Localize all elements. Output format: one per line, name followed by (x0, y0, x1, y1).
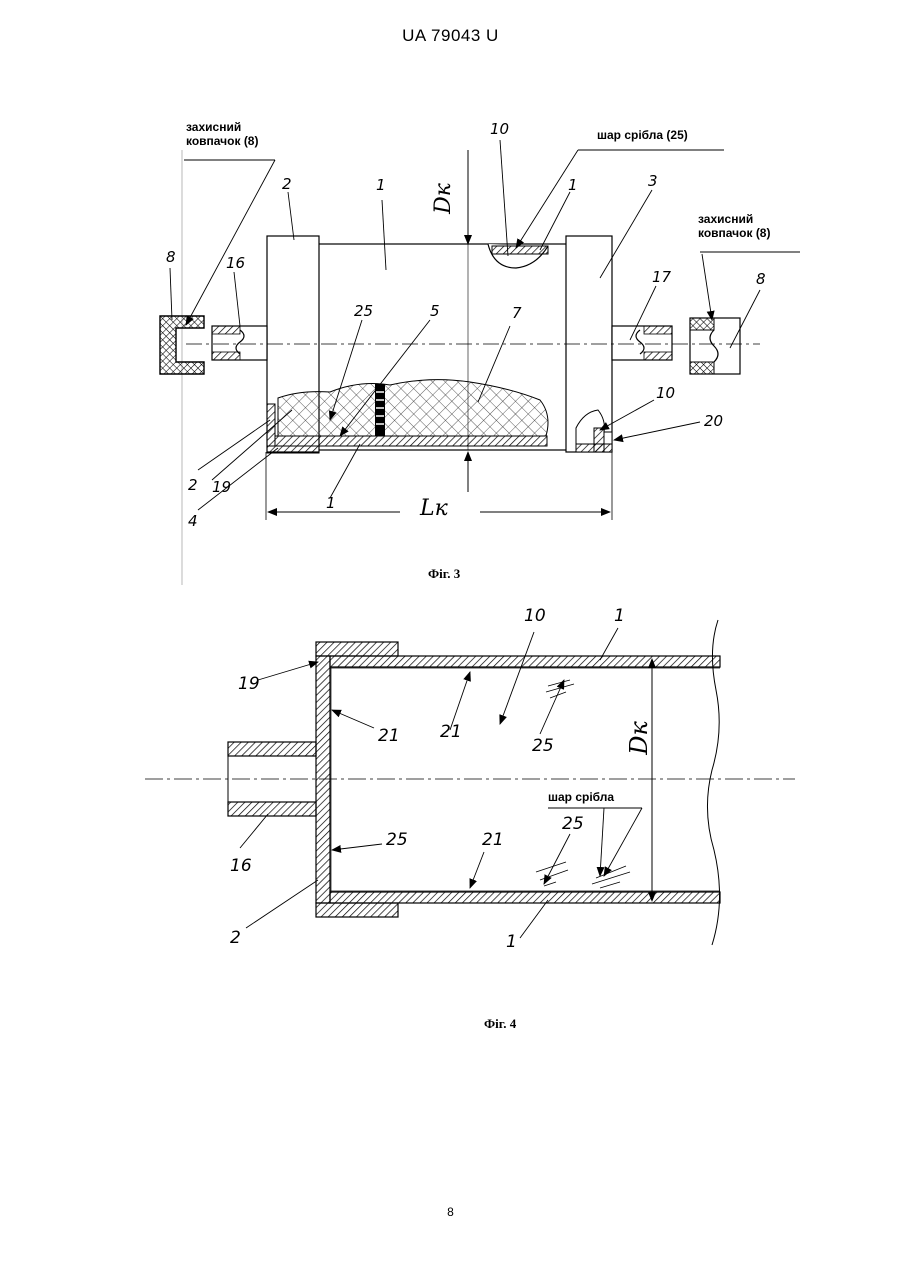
ref-25-fig4-a: 25 (532, 736, 554, 756)
figure-4-caption: Фіг. 4 (484, 1016, 516, 1032)
ref-21-fig4-b: 21 (440, 722, 462, 742)
silver-layer-label: шар срібла (25) (597, 128, 688, 142)
protective-cap-label-left: захисний ковпачок (8) (186, 120, 258, 148)
ref-1-right: 1 (568, 176, 578, 194)
ref-20: 20 (704, 412, 723, 430)
protective-cap-label-left-line2: ковпачок (8) (186, 134, 258, 148)
protective-cap-label-right-line2: ковпачок (8) (698, 226, 770, 240)
ref-3: 3 (648, 172, 658, 190)
ref-21-fig4-c: 21 (482, 830, 504, 850)
ref-25-fig4-c: 25 (386, 830, 408, 850)
ref-1-fig4-bottom: 1 (506, 932, 517, 952)
figure-4-drawing (145, 620, 795, 945)
ref-2-top: 2 (282, 175, 292, 193)
protective-cap-label-right: захисний ковпачок (8) (698, 212, 770, 240)
ref-8-left: 8 (166, 248, 176, 266)
diameter-dimension-label: Dк (431, 183, 456, 214)
ref-7: 7 (512, 304, 522, 322)
figure-3-caption: Фіг. 3 (428, 566, 460, 582)
ref-16: 16 (226, 254, 245, 272)
ref-1-top: 1 (376, 176, 386, 194)
ref-10-right: 10 (656, 384, 675, 402)
ref-25-fig4-b: 25 (562, 814, 584, 834)
protective-cap-label-left-line1: захисний (186, 120, 258, 134)
ref-4: 4 (188, 512, 198, 530)
ref-21-fig4-a: 21 (378, 726, 400, 746)
ref-1-bottom: 1 (326, 494, 336, 512)
page-number: 8 (0, 1205, 901, 1219)
ref-2-bottom: 2 (188, 476, 198, 494)
ref-8-right: 8 (756, 270, 766, 288)
length-dimension-label: Lк (420, 496, 448, 521)
ref-10-fig4: 10 (524, 606, 546, 626)
ref-17: 17 (652, 268, 671, 286)
diameter-dimension-label-fig4: Dк (625, 721, 653, 755)
ref-25: 25 (354, 302, 373, 320)
figure-3-drawing (160, 140, 800, 585)
ref-1-fig4-top: 1 (614, 606, 625, 626)
ref-10-top: 10 (490, 120, 509, 138)
ref-5: 5 (430, 302, 440, 320)
ref-19: 19 (212, 478, 231, 496)
ref-16-fig4: 16 (230, 856, 252, 876)
ref-2-fig4: 2 (230, 928, 241, 948)
silver-layer-label-fig4: шар срібла (548, 790, 614, 804)
protective-cap-label-right-line1: захисний (698, 212, 770, 226)
ref-19-fig4: 19 (238, 674, 260, 694)
